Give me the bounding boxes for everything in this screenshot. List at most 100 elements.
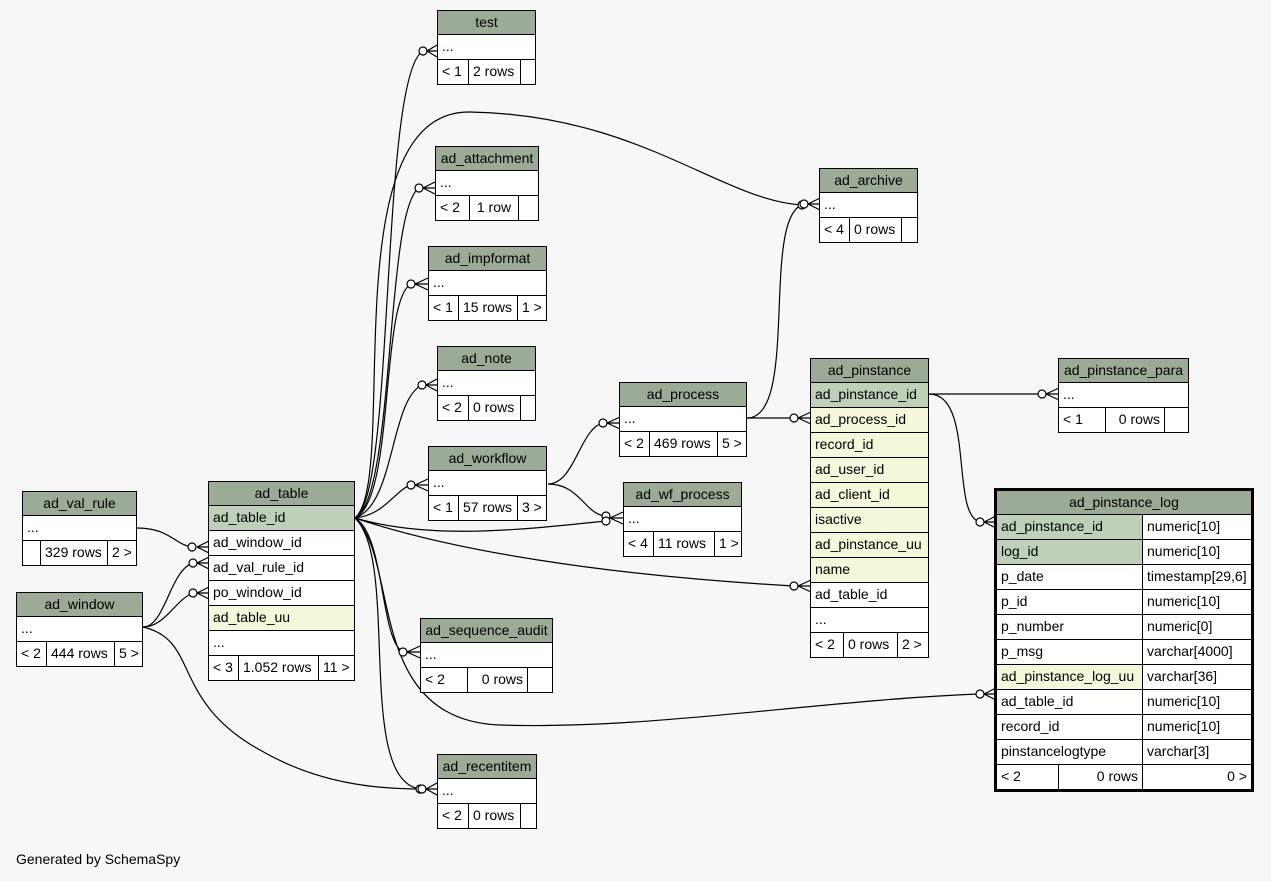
table-row: ad_client_id — [811, 483, 928, 508]
table-header: ad_attachment — [436, 147, 538, 171]
table-footer: < 1 2 rows — [438, 60, 535, 84]
table-header: ad_table — [209, 482, 354, 506]
table-header: ad_pinstance_para — [1059, 359, 1188, 383]
edge-ad-val-rule-ad-table — [136, 527, 193, 548]
table-row: ... — [438, 779, 536, 804]
table-row: ... — [820, 193, 917, 218]
table-footer: < 2 0 rows — [438, 396, 535, 420]
table-header: ad_archive — [820, 169, 917, 193]
table-row: ... — [620, 407, 746, 432]
table-ad-window[interactable]: ad_window ... < 2 444 rows 5 > — [16, 592, 143, 667]
table-row: ... — [811, 608, 928, 633]
table-footer: < 4 0 rows — [820, 218, 917, 242]
edge-ad-table-ad-note — [354, 384, 423, 519]
table-row: ad_window_id — [209, 531, 354, 556]
table-ad-pinstance[interactable]: ad_pinstance ad_pinstance_id ad_process_… — [810, 358, 929, 658]
table-row: ad_table_id — [209, 506, 354, 531]
table-footer: < 2 444 rows 5 > — [17, 642, 142, 666]
table-footer: < 2 0 rows 0 > — [997, 765, 1251, 789]
table-ad-recentitem[interactable]: ad_recentitem ... < 2 0 rows — [437, 754, 537, 829]
table-row: ... — [23, 516, 136, 541]
edge-ad-workflow-ad-process — [547, 422, 604, 485]
table-header: ad_val_rule — [23, 492, 136, 516]
table-row: ad_val_rule_id — [209, 556, 354, 581]
edge-ad-table-ad-wf-process — [354, 517, 607, 532]
table-ad-wf-process[interactable]: ad_wf_process ... < 4 11 rows 1 > — [623, 482, 742, 557]
edge-ad-table-test — [354, 50, 424, 519]
table-row: ... — [209, 631, 354, 656]
table-row: ad_pinstance_id — [811, 383, 928, 408]
edge-ad-process-ad-archive — [746, 203, 805, 419]
table-footer: < 4 11 rows 1 > — [624, 532, 741, 556]
edge-ad-workflow-ad-wf-process — [547, 483, 607, 517]
table-ad-pinstance-para[interactable]: ad_pinstance_para ... < 1 0 rows — [1058, 358, 1189, 433]
table-footer: < 2 0 rows 2 > — [811, 633, 928, 657]
edge-ad-pinstance-ad-pinstance-log — [928, 393, 981, 523]
table-row: po_window_id — [209, 581, 354, 606]
table-header: ad_note — [438, 347, 535, 371]
table-row: isactive — [811, 508, 928, 533]
table-row: ... — [438, 35, 535, 60]
table-ad-table[interactable]: ad_table ad_table_id ad_window_id ad_val… — [208, 481, 355, 681]
edge-ad-table-ad-pinstance — [354, 517, 795, 587]
table-row: ad_process_id — [811, 408, 928, 433]
table-header: ad_pinstance_log — [997, 491, 1251, 515]
table-footer: < 1 15 rows 1 > — [429, 296, 546, 320]
edge-ad-window-ad-table-window — [142, 562, 194, 628]
table-row: ... — [436, 171, 538, 196]
edge-ad-window-ad-recentitem — [142, 626, 423, 790]
table-ad-impformat[interactable]: ad_impformat ... < 1 15 rows 1 > — [428, 246, 547, 321]
table-ad-workflow[interactable]: ad_workflow ... < 1 57 rows 3 > — [428, 446, 547, 521]
table-row: ad_table_id — [811, 583, 928, 608]
generated-by-text: Generated by SchemaSpy — [16, 851, 181, 867]
edge-ad-table-ad-pinstance-log — [354, 517, 981, 727]
table-ad-archive[interactable]: ad_archive ... < 4 0 rows — [819, 168, 918, 243]
table-footer: < 2 0 rows — [438, 804, 536, 828]
edge-ad-window-ad-table-po-window — [142, 592, 194, 628]
table-row: record_id — [811, 433, 928, 458]
table-ad-note[interactable]: ad_note ... < 2 0 rows — [437, 346, 536, 421]
table-ad-attachment[interactable]: ad_attachment ... < 2 1 row — [435, 146, 539, 221]
table-header: ad_window — [17, 593, 142, 617]
table-row: ... — [1059, 383, 1188, 408]
table-header: ad_workflow — [429, 447, 546, 471]
table-footer: < 1 0 rows — [1059, 408, 1188, 432]
table-header: ad_recentitem — [438, 755, 536, 779]
table-footer: < 2 1 row — [436, 196, 538, 220]
table-footer: < 1 57 rows 3 > — [429, 496, 546, 520]
table-header: ad_wf_process — [624, 483, 741, 507]
edge-ad-table-ad-workflow — [354, 484, 412, 519]
table-ad-sequence-audit[interactable]: ad_sequence_audit ... < 2 0 rows — [420, 618, 553, 693]
table-header: ad_impformat — [429, 247, 546, 271]
table-row: ... — [429, 471, 546, 496]
table-row: ... — [17, 617, 142, 642]
table-ad-process[interactable]: ad_process ... < 2 469 rows 5 > — [619, 382, 747, 457]
table-ad-val-rule[interactable]: ad_val_rule ... 329 rows 2 > — [22, 491, 137, 566]
edge-ad-table-ad-attachment — [354, 187, 420, 519]
table-footer: < 2 0 rows — [421, 668, 552, 692]
table-footer: < 3 1.052 rows 11 > — [209, 656, 354, 680]
edge-ad-table-ad-archive — [354, 111, 803, 519]
table-test[interactable]: test ... < 1 2 rows — [437, 10, 536, 85]
table-row: ad_table_uu — [209, 606, 354, 631]
table-row: ad_user_id — [811, 458, 928, 483]
table-header: ad_pinstance — [811, 359, 928, 383]
table-row: ... — [429, 271, 546, 296]
table-footer: < 2 469 rows 5 > — [620, 432, 746, 456]
table-row: ... — [624, 507, 741, 532]
table-row: ... — [421, 643, 552, 668]
table-row: ad_pinstance_uu — [811, 533, 928, 558]
table-header: ad_sequence_audit — [421, 619, 552, 643]
table-row: name — [811, 558, 928, 583]
